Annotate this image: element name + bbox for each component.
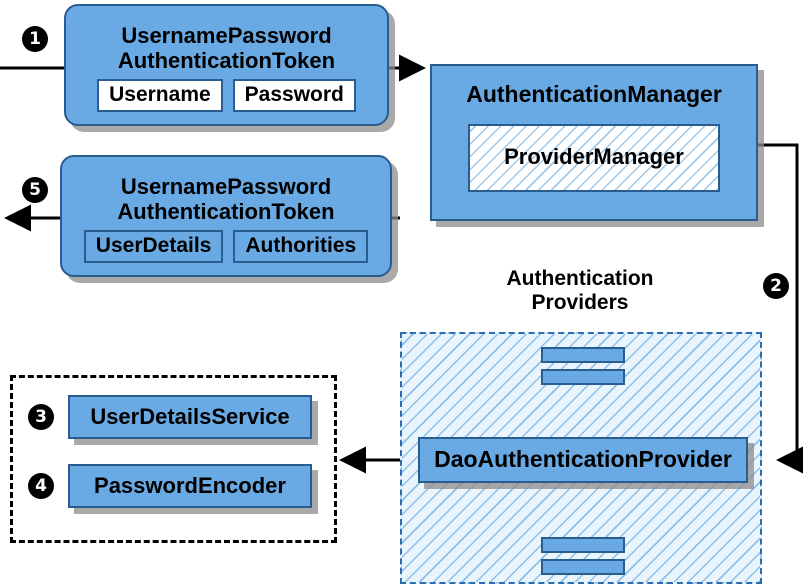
username-field-box: Username: [97, 79, 223, 112]
step-number: 3: [35, 407, 47, 427]
response-token-title-line1: UsernamePassword: [120, 174, 332, 200]
response-authentication-token-box: UsernamePassword AuthenticationToken Use…: [60, 155, 392, 277]
response-token-title: UsernamePassword AuthenticationToken: [117, 174, 335, 224]
step-number: 1: [29, 29, 41, 49]
provider-placeholder-1: [541, 347, 625, 363]
step-bullet-3: 3: [28, 404, 54, 430]
step-bullet-4: 4: [28, 473, 54, 499]
authentication-providers-label-line2: Providers: [531, 291, 629, 315]
step-number: 2: [770, 276, 782, 296]
authentication-providers-label-line1: Authentication: [506, 267, 654, 290]
step-number: 4: [35, 476, 47, 496]
dao-authentication-provider-box: DaoAuthenticationProvider: [418, 437, 748, 483]
provider-placeholder-2: [541, 369, 625, 385]
step-bullet-1: 1: [22, 26, 48, 52]
password-encoder-box: PasswordEncoder: [68, 464, 312, 508]
provider-manager-box: ProviderManager: [468, 123, 720, 192]
services-group: [10, 375, 337, 543]
response-token-title-line2: AuthenticationToken: [117, 198, 335, 224]
request-token-title-line2: AuthenticationToken: [117, 47, 336, 73]
request-token-title-line1: UsernamePassword: [121, 23, 332, 49]
step-bullet-2: 2: [763, 273, 789, 299]
userdetails-field-box: UserDetails: [83, 230, 224, 263]
step-number: 5: [29, 180, 41, 200]
authentication-manager-box: AuthenticationManager ProviderManager: [430, 64, 758, 221]
request-token-fields: Username Password: [66, 79, 387, 112]
authorities-field-box: Authorities: [233, 230, 369, 263]
provider-placeholder-3: [541, 537, 625, 553]
authentication-manager-label: AuthenticationManager: [466, 81, 722, 107]
password-field-box: Password: [232, 79, 356, 112]
provider-placeholder-4: [541, 559, 625, 575]
request-token-title: UsernamePassword AuthenticationToken: [117, 23, 336, 73]
authentication-providers-label: Authentication Providers: [455, 267, 705, 315]
step-bullet-5: 5: [22, 177, 48, 203]
request-authentication-token-box: UsernamePassword AuthenticationToken Use…: [64, 4, 389, 126]
response-token-fields: UserDetails Authorities: [62, 230, 390, 263]
user-details-service-box: UserDetailsService: [68, 395, 312, 439]
